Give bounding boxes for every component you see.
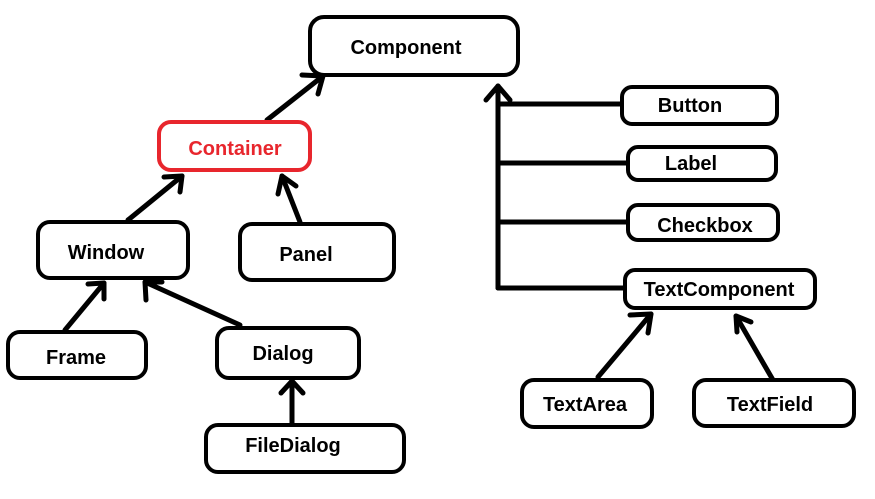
edge-bus-component <box>483 83 631 291</box>
node-textcomponent: TextComponent <box>623 268 817 310</box>
node-label-label: Label <box>665 153 717 175</box>
edge-window-container <box>125 173 185 223</box>
node-component: Component <box>308 15 520 77</box>
node-container-label: Container <box>188 138 282 160</box>
node-filedialog: FileDialog <box>204 423 406 474</box>
node-button-label: Button <box>658 95 722 117</box>
node-textcomponent-label: TextComponent <box>644 279 795 301</box>
node-panel: Panel <box>238 222 396 282</box>
node-window-label: Window <box>68 242 145 264</box>
node-dialog: Dialog <box>215 326 361 380</box>
node-button: Button <box>620 85 779 126</box>
edge-container-component <box>264 72 326 123</box>
node-dialog-label: Dialog <box>252 343 313 365</box>
node-panel-label: Panel <box>279 244 332 266</box>
edge-textfield-textcomponent <box>733 313 776 383</box>
edge-dialog-window <box>142 279 243 328</box>
node-frame-label: Frame <box>46 347 106 369</box>
node-checkbox-label: Checkbox <box>657 215 753 237</box>
node-frame: Frame <box>6 330 148 380</box>
node-container: Container <box>157 120 312 172</box>
node-textarea: TextArea <box>520 378 654 429</box>
edge-frame-window <box>62 280 107 333</box>
edge-textarea-textcomponent <box>595 311 654 380</box>
node-component-label: Component <box>350 37 461 59</box>
node-filedialog-label: FileDialog <box>245 435 341 457</box>
node-textfield: TextField <box>692 378 856 428</box>
edge-panel-container <box>275 173 303 225</box>
edge-filedialog-dialog <box>278 378 306 426</box>
node-checkbox: Checkbox <box>626 203 780 242</box>
node-textfield-label: TextField <box>727 394 813 416</box>
node-window: Window <box>36 220 190 280</box>
node-textarea-label: TextArea <box>543 394 628 416</box>
node-label: Label <box>626 145 778 182</box>
